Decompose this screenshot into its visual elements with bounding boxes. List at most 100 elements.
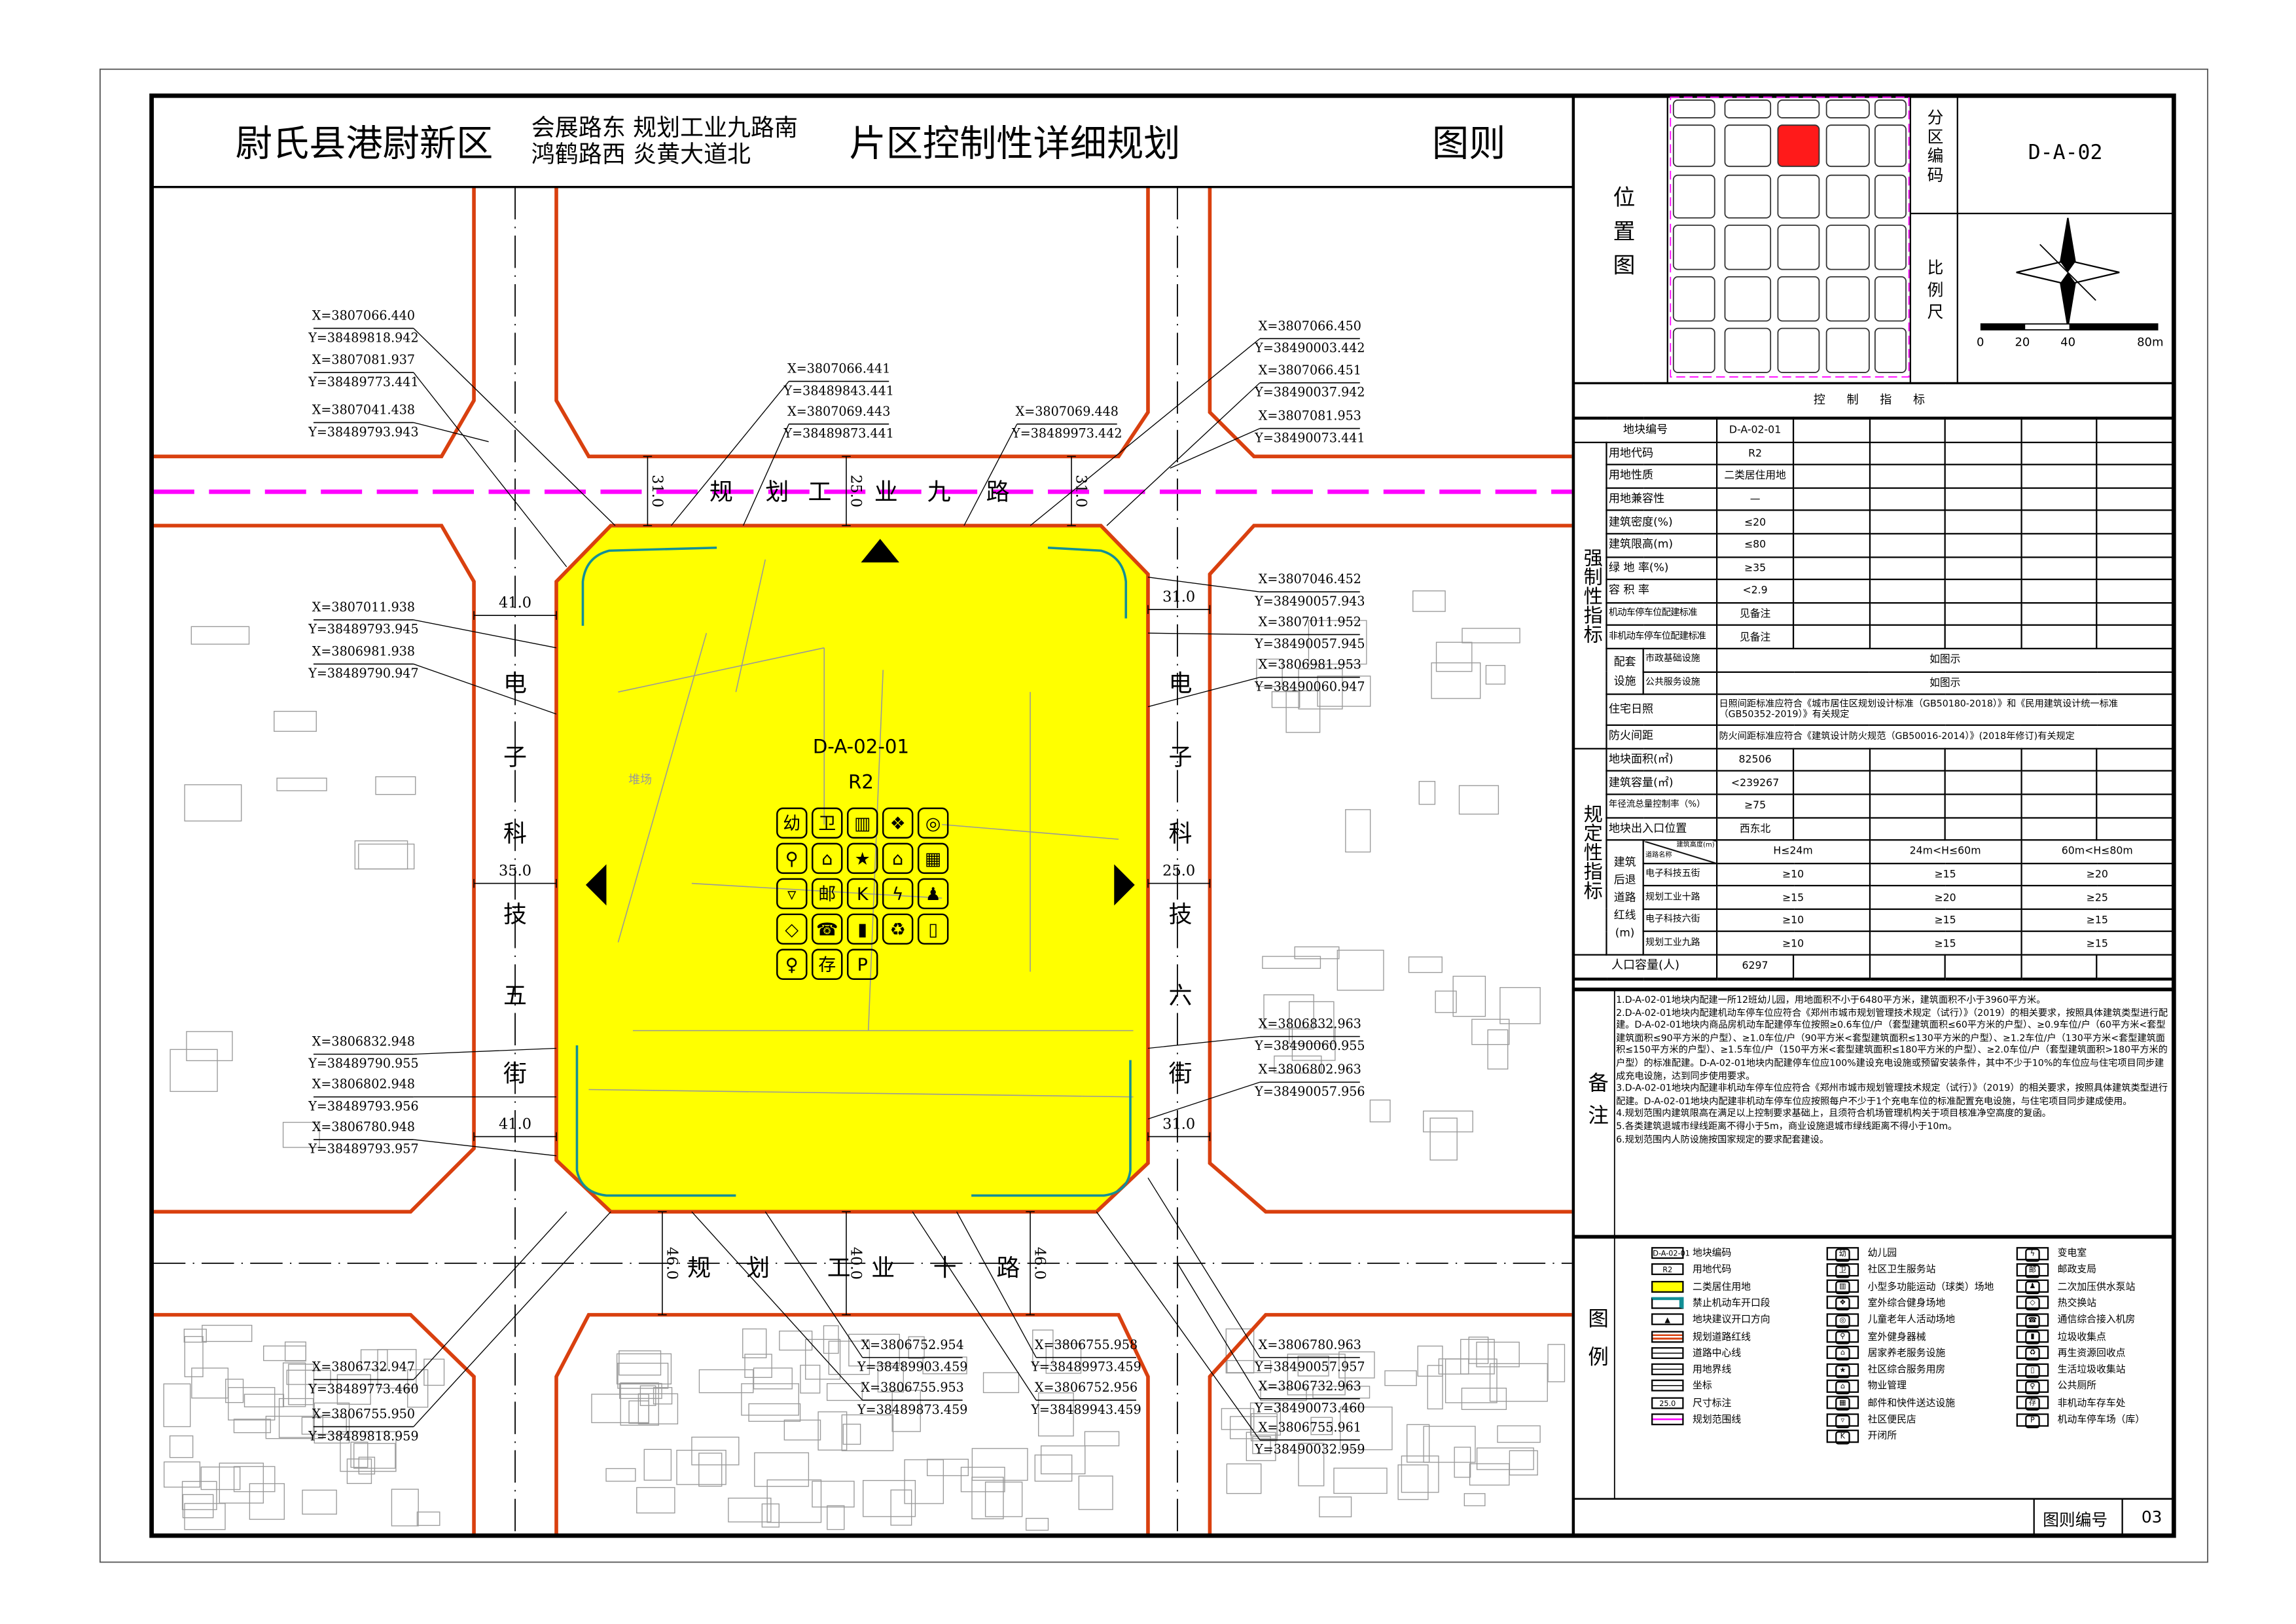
building-outline — [1431, 662, 1481, 699]
note-item: 3.D-A-02-01地块内配建非机动车停车位应符合《郑州市城市规划管理技术规定… — [1616, 1083, 2168, 1107]
coordinate-leader-line — [413, 1139, 557, 1157]
setback-value: ≥20 — [2020, 862, 2174, 887]
coordinate-leader-line — [691, 1211, 863, 1401]
property-management-icon — [882, 842, 914, 875]
legend-label: 禁止机动车开口段 — [1693, 1297, 1770, 1309]
table-row: 非机动车停车位配建标准见备注 — [1574, 624, 2174, 649]
legend-facility-icon: ▦ — [1826, 1396, 1859, 1411]
legend-glyph: ☎ — [2025, 1314, 2040, 1328]
building-outline — [1468, 1336, 1489, 1364]
legend-label: 室外健身器械 — [1867, 1330, 1926, 1343]
building-outline — [1438, 1358, 1469, 1375]
building-outline — [263, 1345, 306, 1362]
building-outline — [927, 1458, 969, 1477]
empty-cell — [1792, 624, 1871, 649]
setback-height-header: 建筑高度(m) — [1676, 842, 1715, 850]
legend-label: 物业管理 — [1867, 1380, 1907, 1392]
outdoor-fitness-ground-icon-glyph: ❖ — [890, 814, 906, 834]
building-outline — [1397, 1464, 1429, 1500]
legend-item: ⌂ 居家养老服务设施 — [1826, 1345, 1946, 1362]
coordinate-y-label: Y=38489973.459 — [1030, 1360, 1141, 1375]
legend-label: 室外综合健身场地 — [1867, 1297, 1946, 1309]
empty-cell — [1792, 579, 1871, 604]
empty-cell — [1944, 770, 2022, 795]
building-outline — [358, 1456, 376, 1475]
fitness-equipment-icon-glyph: ⚲ — [785, 849, 798, 869]
no-vehicle-access-segment — [581, 546, 717, 626]
building-outline — [416, 1511, 440, 1526]
scale-bar-segment — [1981, 323, 2026, 330]
coordinate-leader-line — [1096, 1211, 1261, 1441]
parcel-delivery-icon — [917, 842, 949, 875]
table-row: 用地性质二类居住用地 — [1574, 463, 2174, 489]
building-outline — [377, 1348, 417, 1389]
indicator-value: 82506 — [1715, 748, 1795, 772]
empty-cell — [2096, 954, 2174, 981]
empty-cell — [2096, 417, 2174, 443]
legend-label: 变电室 — [2057, 1247, 2087, 1259]
building-outline — [1497, 1425, 1541, 1443]
legend-label: 居家养老服务设施 — [1867, 1346, 1946, 1359]
empty-cell — [1792, 463, 1871, 489]
coordinate-y-label: Y=38489773.460 — [308, 1381, 418, 1396]
location-grid-cell — [1777, 276, 1820, 322]
title-district: 尉氏县港尉新区 — [235, 122, 493, 165]
legend-item: ♀公共厕所 — [2016, 1379, 2096, 1394]
recycling-point-icon — [882, 913, 914, 945]
building-outline — [1285, 690, 1321, 733]
empty-cell — [2020, 487, 2098, 512]
building-outline — [890, 1489, 912, 1526]
coordinate-y-label: Y=38489790.947 — [308, 666, 418, 681]
note-item: 4.规划范围内建筑限高在满足以上控制要求基础上，且须符合机场管理机构关于项目核准… — [1616, 1109, 2051, 1120]
coordinate-x-label: X=3806755.950 — [312, 1407, 415, 1422]
coordinate-x-label: X=3807069.448 — [1016, 404, 1119, 419]
scale-tick-80: 80m — [2137, 335, 2164, 350]
coordinate-x-label: X=3806732.963 — [1259, 1379, 1361, 1394]
empty-cell — [1944, 602, 2022, 626]
indicator-label: 地块面积(㎡) — [1605, 748, 1718, 772]
legend-item: ◇热交换站 — [2016, 1295, 2096, 1311]
garbage-point-icon-glyph: ▮ — [857, 920, 867, 940]
table-row: 地块出入口位置西东北 — [1574, 816, 2174, 841]
coordinate-x-label: X=3806755.961 — [1259, 1420, 1361, 1435]
building-outline — [812, 1481, 855, 1507]
title-boundary-line2: 鸿鹤路西 炎黄大道北 — [531, 139, 751, 168]
legend-label: 尺寸标注 — [1693, 1396, 1732, 1409]
building-outline — [190, 626, 250, 645]
post-office-icon — [812, 878, 843, 910]
coordinate-leader-line — [1147, 632, 1260, 636]
building-outline — [1298, 668, 1343, 710]
empty-cell — [1868, 816, 1946, 841]
empty-cell — [1792, 793, 1871, 818]
location-grid-cell — [1825, 327, 1870, 373]
coordinate-leader-line — [1147, 577, 1260, 592]
empty-cell — [2096, 602, 2174, 626]
building-outline — [691, 1436, 740, 1466]
table-row: 建筑限高(m)≤80 — [1574, 533, 2174, 558]
road-name-west-char: 技 — [503, 901, 527, 928]
legend-glyph: ⌂ — [1835, 1347, 1850, 1362]
coordinate-x-label: X=3807069.443 — [787, 404, 890, 419]
building-outline — [753, 1367, 793, 1390]
building-outline — [904, 1459, 944, 1504]
coordinate-leader-line — [413, 372, 567, 568]
legend-facility-icon: ⌂ — [1826, 1379, 1859, 1394]
building-outline — [276, 778, 327, 791]
building-outline — [1340, 1406, 1393, 1451]
table-row: 年径流总量控制率（%）≥75 — [1574, 793, 2174, 818]
coordinate-y-label: Y=38489943.459 — [1030, 1402, 1141, 1417]
setback-value: ≥15 — [2020, 931, 2174, 956]
location-grid-cell — [1724, 124, 1772, 168]
coordinate-x-label: X=3807011.938 — [312, 600, 415, 615]
legend-swatch-code-icon: R2 — [1651, 1263, 1684, 1276]
building-outline — [1310, 1416, 1333, 1435]
legend-glyph: ⌂ — [1835, 1380, 1850, 1394]
location-grid-cell — [1672, 124, 1715, 168]
building-outline — [1298, 1443, 1325, 1487]
empty-cell — [1944, 954, 2022, 981]
location-grid-cell — [1825, 225, 1870, 270]
legend-swatch-dim-icon: 25.0 — [1651, 1396, 1684, 1409]
